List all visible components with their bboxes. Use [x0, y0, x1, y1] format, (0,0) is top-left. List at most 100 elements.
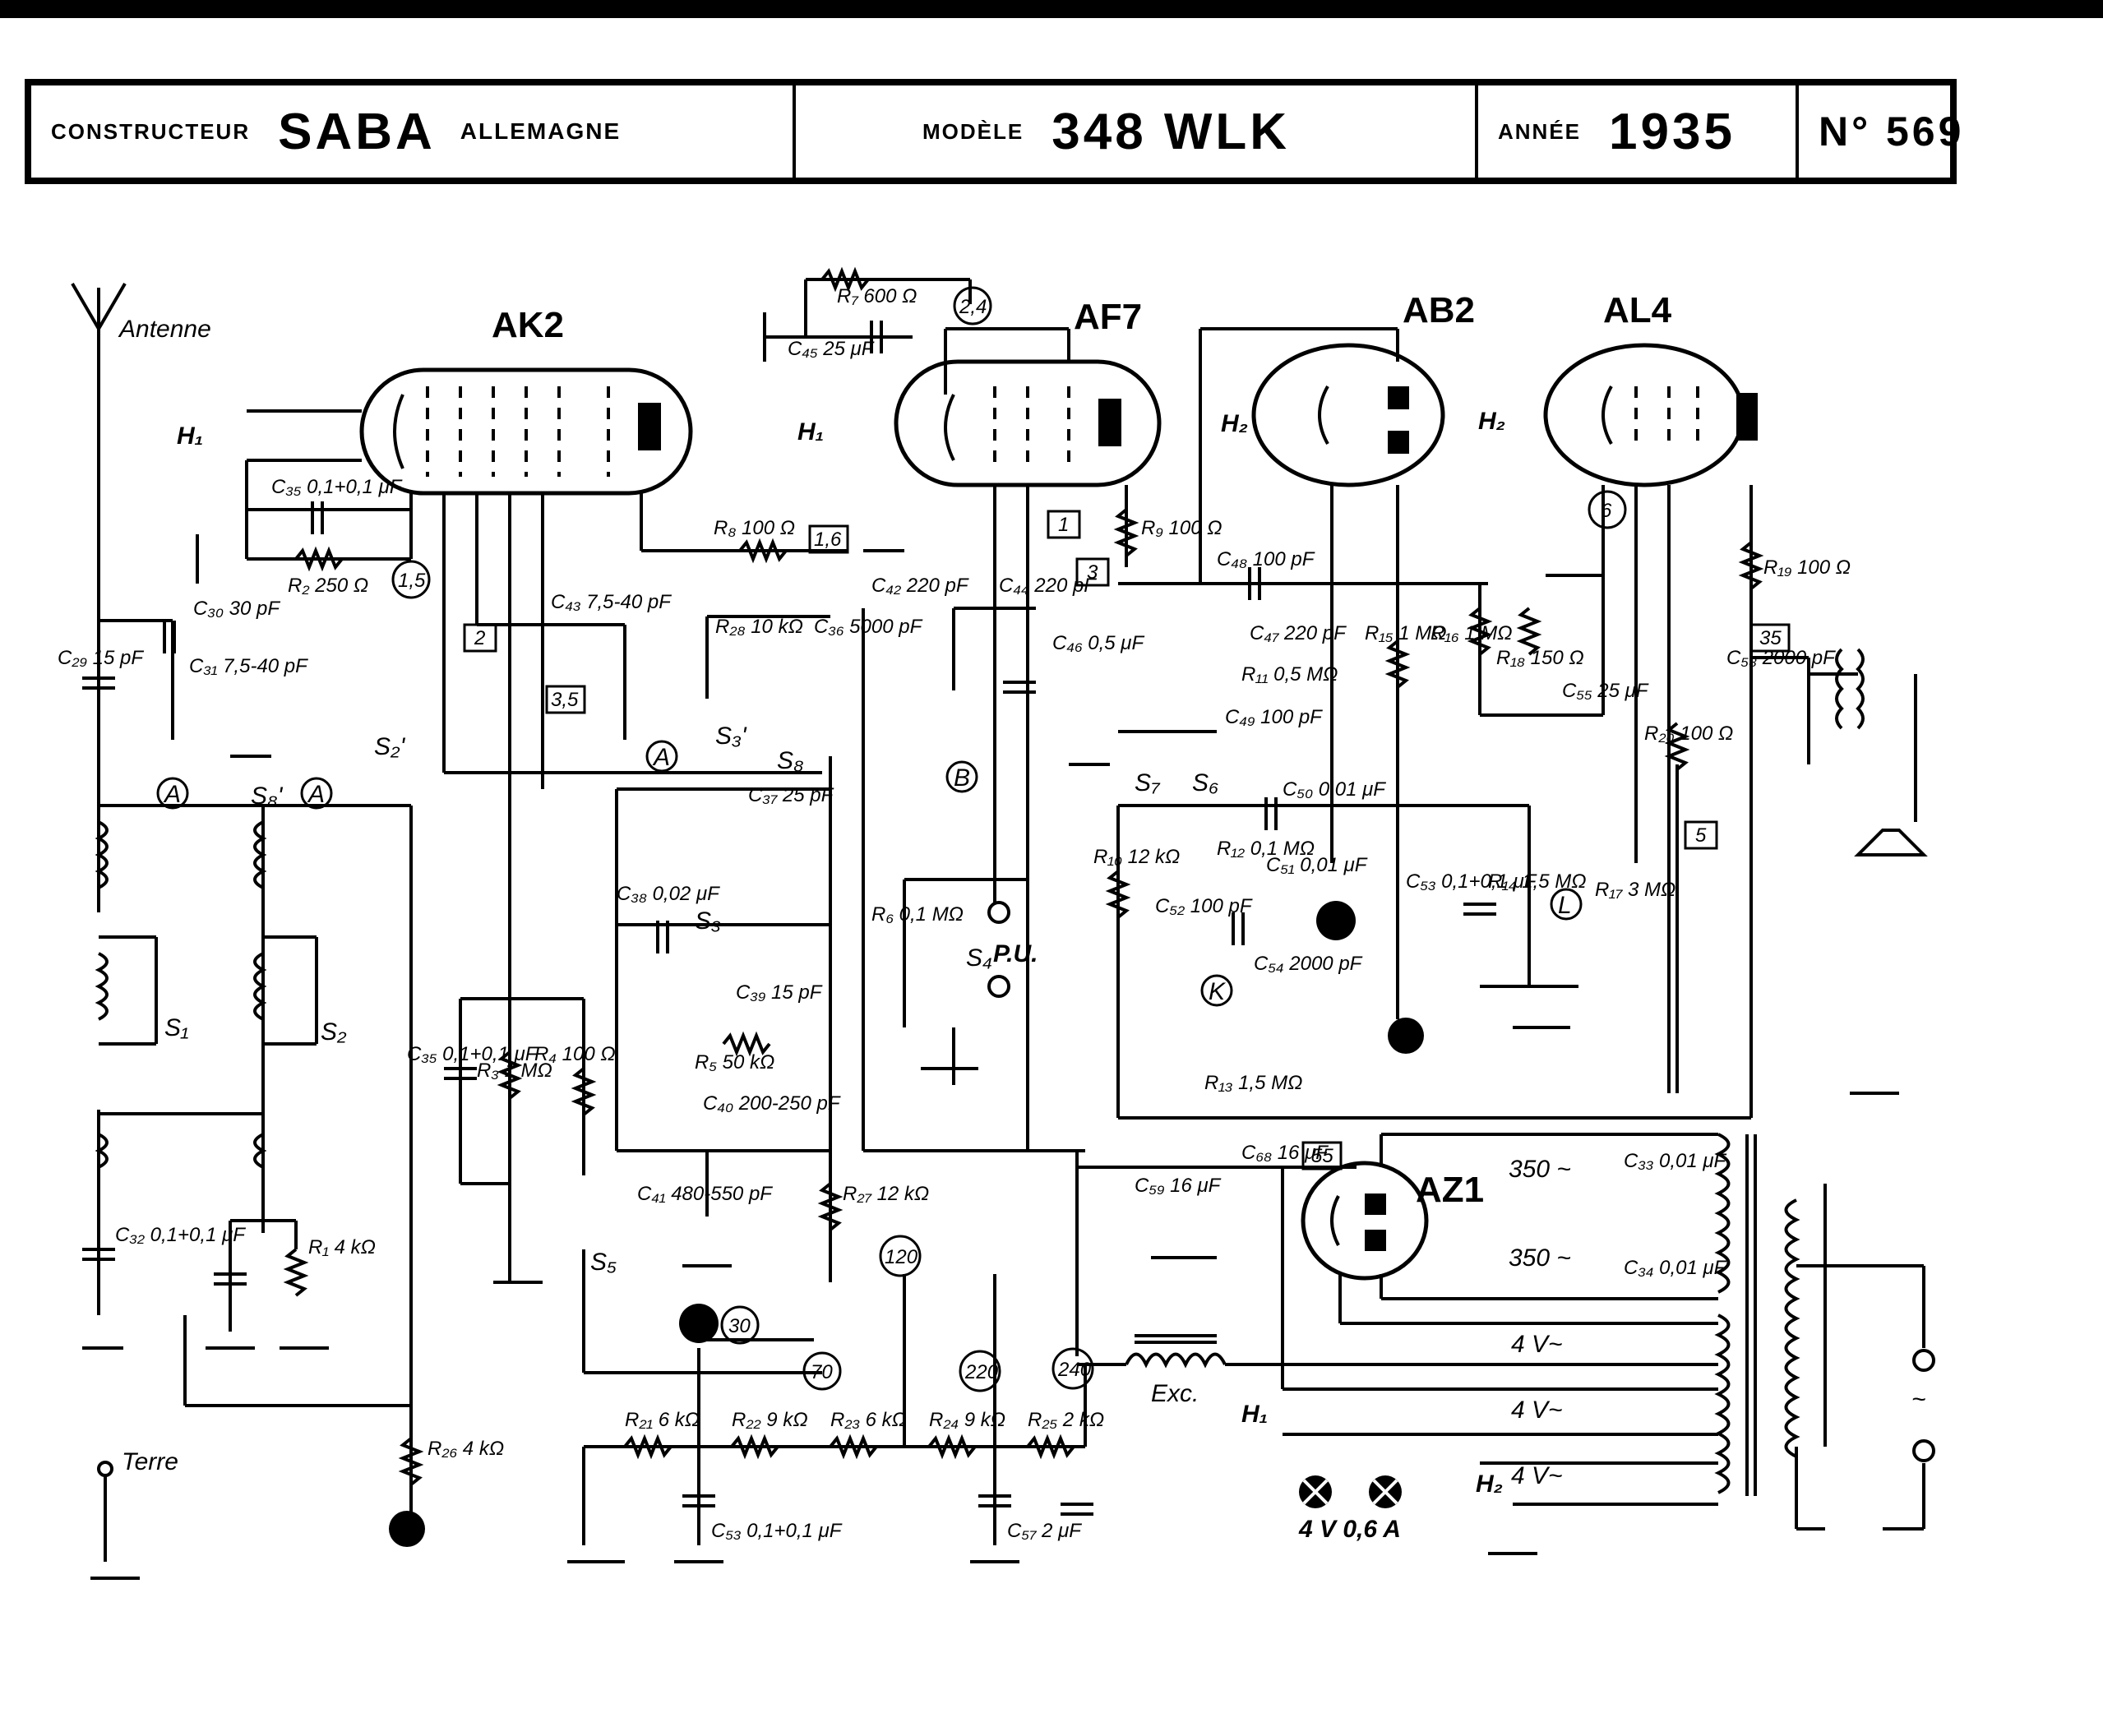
component-label-c30: C₃₀ 30 pF [193, 598, 280, 620]
box-1: 1 [1058, 514, 1069, 536]
h2-label-al4: H₂ [1478, 408, 1505, 435]
component-label-r26: R₂₆ 4 kΩ [428, 1438, 504, 1460]
voltage-circles: 2,4 1,5 6 120 30 70 220 240 [391, 286, 1627, 1392]
tube-al4-label: AL4 [1603, 290, 1672, 330]
brand-name: SABA [278, 103, 436, 160]
component-label-c37: C₃₇ 25 pF [748, 784, 834, 806]
component-label-c54: C₅₄ 2000 pF [1254, 953, 1363, 975]
wiring [71, 278, 1925, 1545]
switch-s3-prime: S₃' [715, 723, 747, 750]
marker-a-2: A [307, 781, 325, 808]
title-block: CONSTRUCTEUR SABA ALLEMAGNE MODÈLE 348 W… [25, 79, 1961, 184]
pilot-lamps [1299, 1475, 1402, 1508]
marker-a-3: A [652, 744, 670, 771]
marker-k: K [1209, 978, 1227, 1005]
marker-l: L [1558, 892, 1572, 919]
svg-text:X: X [1399, 1024, 1414, 1049]
component-label-r23: R₂₃ 6 kΩ [830, 1409, 907, 1431]
tube-af7 [894, 359, 1162, 487]
lamp-rating: 4 V 0,6 A [1298, 1516, 1401, 1543]
component-label-c53b: C₅₃ 0,1+0,1 μF [711, 1520, 843, 1542]
antenne-label: Antenne [118, 316, 211, 343]
component-labels: R₇ 600 Ω C₄₅ 25 μF C₃₅ 0,1+0,1 μF R₂ 250… [58, 285, 1851, 1542]
component-label-r2: R₂ 250 Ω [288, 575, 368, 597]
switch-s5: S₅ [590, 1249, 617, 1276]
tube-al4 [1543, 343, 1758, 487]
pu-label: P.U. [993, 940, 1038, 967]
component-label-r7: R₇ 600 Ω [837, 285, 917, 307]
modele-label: MODÈLE [922, 118, 1024, 144]
box-2: 2 [474, 627, 485, 649]
box-3: 3 [1087, 561, 1098, 584]
tube-ab2 [1251, 343, 1445, 487]
component-label-c52: C₅₂ 100 pF [1155, 895, 1253, 917]
box-55: 55 [1311, 1145, 1333, 1167]
marker-circles: A A A B K L [156, 740, 1583, 1007]
component-label-r12: R₁₂ 0,1 MΩ [1217, 838, 1315, 860]
voltage-1-5: 1,5 [398, 570, 426, 592]
svg-text:X: X [400, 1517, 415, 1542]
modele-cell: MODÈLE 348 WLK [796, 85, 1478, 178]
component-label-r11: R₁₁ 0,5 MΩ [1241, 663, 1338, 686]
component-label-c59: C₅₉ 16 μF [1135, 1175, 1222, 1197]
box-5: 5 [1695, 824, 1707, 847]
component-label-r17: R₁₇ 3 MΩ [1595, 879, 1675, 901]
component-label-c46: C₄₆ 0,5 μF [1052, 632, 1144, 654]
component-label-r25: R₂₅ 2 kΩ [1028, 1409, 1104, 1431]
switch-s4: S₄ [966, 944, 992, 972]
component-label-c41: C₄₁ 480-550 pF [637, 1183, 773, 1205]
component-label-c29: C₂₉ 15 pF [58, 647, 144, 669]
heater-4v-2: 4 V~ [1511, 1397, 1563, 1424]
voltage-70: 70 [811, 1361, 833, 1383]
component-label-c48: C₄₈ 100 pF [1217, 548, 1315, 570]
ground-symbols [82, 312, 1899, 1580]
sheet-number: N° 569 [1819, 108, 1965, 155]
voltage-220: 220 [964, 1361, 999, 1383]
marker-a-1: A [163, 781, 181, 808]
annee-cell: ANNÉE 1935 [1478, 85, 1799, 178]
h2-label-lamps: H₂ [1476, 1471, 1503, 1498]
component-label-r5: R₅ 50 kΩ [695, 1051, 774, 1073]
voltage-120: 120 [885, 1246, 918, 1268]
h1-label-ak2: H₁ [177, 422, 203, 450]
component-symbols [82, 266, 1928, 1516]
tube-ab2-label: AB2 [1403, 290, 1475, 330]
component-label-r27: R₂₇ 12 kΩ [843, 1183, 929, 1205]
component-label-c47: C₄₇ 220 pF [1250, 622, 1347, 644]
tube-ak2-label: AK2 [492, 305, 564, 345]
country-name: ALLEMAGNE [460, 118, 622, 144]
component-label-r21: R₂₁ 6 kΩ [625, 1409, 700, 1431]
component-label-c45: C₄₅ 25 μF [788, 338, 875, 360]
heater-4v-1: 4 V~ [1511, 1331, 1563, 1358]
component-label-r28: R₂₈ 10 kΩ [715, 616, 803, 638]
switch-s1: S₁ [164, 1014, 188, 1041]
switch-s2-prime: S₂' [374, 733, 405, 760]
mains-symbol: ~ [1911, 1386, 1926, 1413]
exc-label: Exc. [1151, 1380, 1199, 1407]
svg-text:Y: Y [1329, 908, 1344, 934]
component-label-c51: C₅₁ 0,01 μF [1266, 854, 1368, 876]
terminals [97, 901, 1935, 1562]
component-label-r6: R₆ 0,1 MΩ [871, 903, 964, 926]
component-label-r10: R₁₀ 12 kΩ [1093, 846, 1180, 868]
tube-ak2 [359, 367, 693, 496]
switch-s6: S₆ [1192, 769, 1218, 796]
component-label-c42: C₄₂ 220 pF [871, 575, 969, 597]
component-label-c43: C₄₃ 7,5-40 pF [551, 591, 672, 613]
voltage-6: 6 [1601, 500, 1612, 522]
switch-s8: S₈ [777, 747, 804, 774]
component-label-c55: C₅₅ 25 μF [1562, 680, 1649, 702]
marker-b: B [954, 764, 970, 792]
constructeur-cell: CONSTRUCTEUR SABA ALLEMAGNE [31, 85, 796, 178]
h1-label-af7: H₁ [797, 418, 824, 446]
component-label-c68: C₆₈ 16 μF [1241, 1142, 1329, 1164]
component-label-c53a: C₅₃ 0,1+0,1 μF [1406, 870, 1537, 893]
component-label-c34: C₃₄ 0,01 μF [1624, 1257, 1727, 1279]
voltage-30: 30 [728, 1315, 751, 1337]
component-label-c39: C₃₉ 15 pF [736, 981, 823, 1004]
component-label-r15: R₁₅ 1 MΩ [1365, 622, 1446, 644]
h2-label-ab2: H₂ [1221, 410, 1248, 437]
component-label-r13: R₁₃ 1,5 MΩ [1204, 1072, 1302, 1094]
component-label-c40: C₄₀ 200-250 pF [703, 1092, 841, 1115]
